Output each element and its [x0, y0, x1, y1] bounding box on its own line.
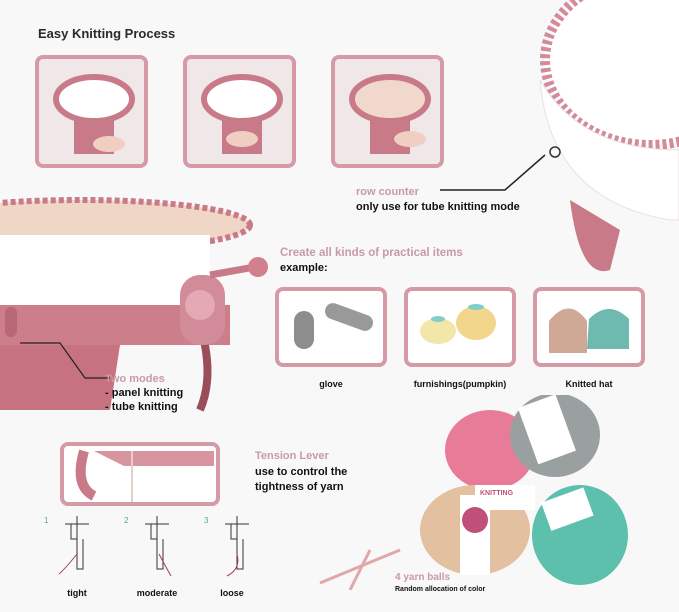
process-step-1-image	[35, 55, 148, 168]
lever-diagram-icon	[145, 516, 172, 577]
row-counter-icon	[549, 146, 561, 158]
tension-line-1: use to control the	[255, 466, 348, 478]
items-subheading: example:	[280, 262, 328, 274]
lever-diagram-icon	[58, 516, 89, 575]
setting-number: 1	[44, 516, 49, 525]
setting-label: loose	[220, 588, 244, 598]
pumpkin-label: furnishings(pumpkin)	[413, 379, 507, 389]
tension-setting-tight: 1 tight	[42, 514, 102, 604]
loom-side-image	[0, 197, 268, 412]
hat-image	[533, 287, 645, 367]
tension-line-2: tightness of yarn	[255, 481, 344, 493]
tension-heading: Tension Lever	[255, 450, 329, 462]
row-counter-label: row counter	[356, 186, 419, 198]
yarn-band-text: KNITTING	[480, 490, 514, 497]
row-counter-pointer	[440, 154, 546, 191]
loom-closeup-image	[539, 0, 679, 272]
yarn-heading: 4 yarn balls	[395, 572, 451, 583]
tension-setting-moderate: 2 moderate	[122, 514, 192, 604]
setting-label: tight	[67, 588, 87, 598]
process-step-2-image	[183, 55, 296, 168]
setting-number: 2	[124, 516, 129, 525]
hat-label: Knitted hat	[565, 379, 613, 389]
row-counter-note: only use for tube knitting mode	[356, 201, 520, 213]
mode-tube: - tube knitting	[105, 401, 178, 413]
modes-heading: Two modes	[105, 373, 165, 385]
glove-image	[275, 287, 387, 367]
tension-settings: 1 tight 2 moderate 3 loose	[42, 514, 249, 604]
setting-number: 3	[204, 516, 209, 525]
yarn-note: Random allocation of color	[395, 586, 486, 593]
lever-diagram-icon	[225, 516, 249, 577]
glove-label: glove	[319, 379, 343, 389]
knitting-needles-icon	[319, 548, 401, 590]
modes-pointer	[20, 342, 110, 379]
items-heading: Create all kinds of practical items	[280, 247, 463, 259]
pumpkin-image	[404, 287, 516, 367]
yarn-balls-image	[420, 395, 628, 585]
process-title: Easy Knitting Process	[38, 26, 176, 41]
tension-setting-loose: 3 loose	[202, 514, 262, 604]
process-step-3-image	[331, 55, 444, 168]
mode-panel: - panel knitting	[105, 387, 184, 399]
tension-lever-image	[60, 442, 220, 506]
setting-label: moderate	[136, 588, 178, 598]
